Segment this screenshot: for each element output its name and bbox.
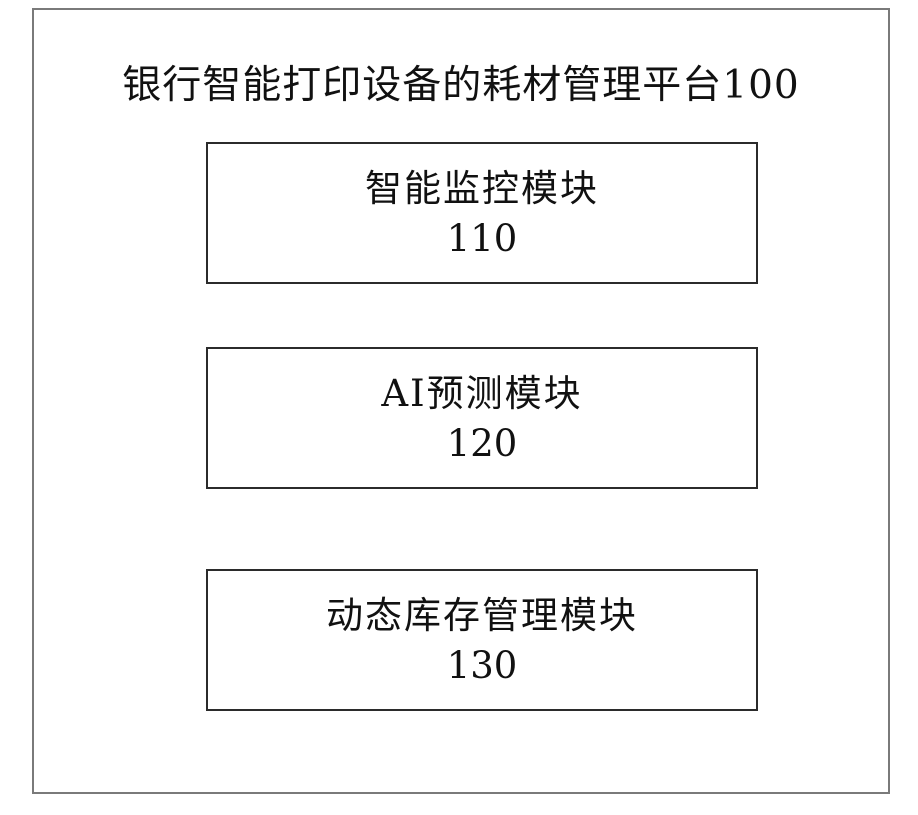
module-box-dynamic-inventory: 动态库存管理模块 130: [206, 569, 758, 711]
module-number: 110: [208, 214, 756, 264]
module-name: AI预测模块: [208, 369, 756, 419]
platform-title: 银行智能打印设备的耗材管理平台100: [34, 58, 888, 114]
platform-container: 银行智能打印设备的耗材管理平台100 智能监控模块 110 AI预测模块 120…: [32, 8, 890, 794]
module-box-ai-prediction: AI预测模块 120: [206, 347, 758, 489]
module-box-smart-monitoring: 智能监控模块 110: [206, 142, 758, 284]
module-number: 130: [208, 641, 756, 691]
module-name: 智能监控模块: [208, 164, 756, 214]
module-name: 动态库存管理模块: [208, 591, 756, 641]
module-number: 120: [208, 419, 756, 469]
